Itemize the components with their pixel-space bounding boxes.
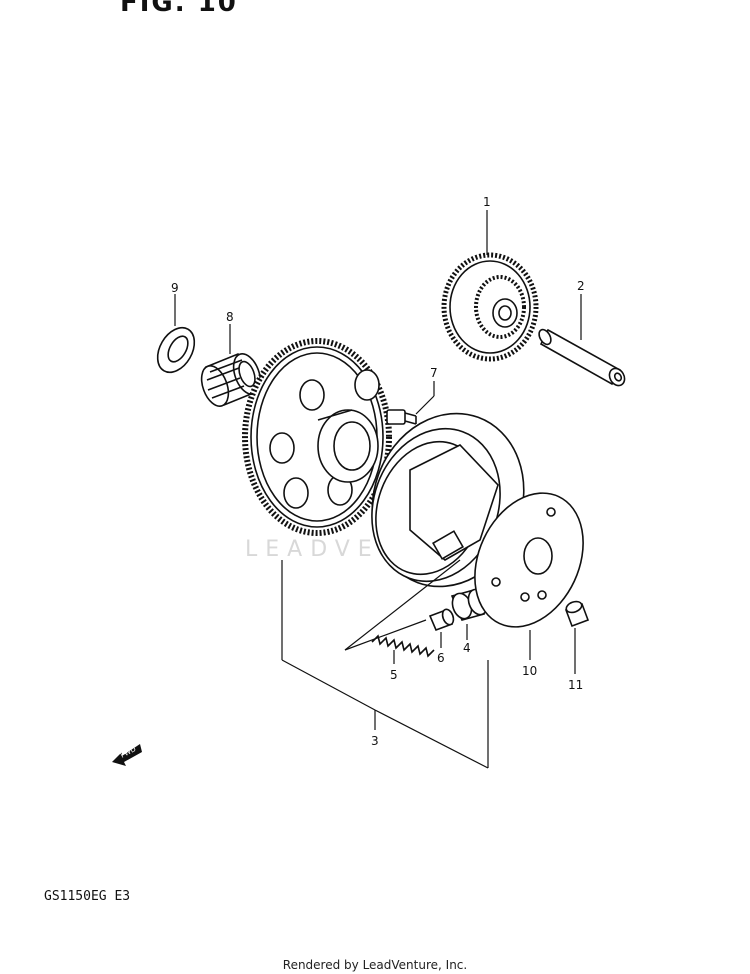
plunger-part-6[interactable] <box>428 608 455 632</box>
roller-part-4[interactable] <box>449 587 491 622</box>
idler-gear-part-1[interactable] <box>441 252 539 362</box>
bolt-part-7[interactable] <box>386 409 417 425</box>
starter-driven-gear[interactable] <box>242 338 392 536</box>
callout-6: 6 <box>437 651 445 665</box>
callout-2: 2 <box>577 279 585 293</box>
callout-10: 10 <box>522 664 537 678</box>
callout-4: 4 <box>463 641 471 655</box>
figure-title: FIG. 10 <box>120 0 238 18</box>
leader-lines <box>174 210 582 769</box>
thrust-washer-part-9[interactable] <box>150 321 202 379</box>
fwd-arrow-icon: FWD <box>112 744 142 766</box>
callout-8: 8 <box>226 310 234 324</box>
idler-shaft-part-2[interactable] <box>537 328 628 389</box>
model-code: GS1150EG E3 <box>44 889 131 904</box>
spring-part-5[interactable] <box>371 634 435 658</box>
callout-9: 9 <box>171 281 179 295</box>
callout-5: 5 <box>390 668 398 682</box>
footer-credit: Rendered by LeadVenture, Inc. <box>282 958 468 972</box>
pin-part-11[interactable] <box>564 600 590 628</box>
callout-1: 1 <box>483 195 491 209</box>
callout-11: 11 <box>568 678 583 692</box>
callout-7: 7 <box>430 366 438 380</box>
callout-3: 3 <box>371 734 379 748</box>
plate-part-10[interactable] <box>454 475 604 644</box>
